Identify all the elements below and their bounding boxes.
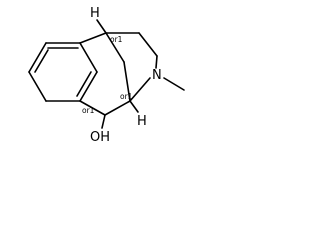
ring-bonds bbox=[79, 19, 185, 129]
hydrogen-top-label: H bbox=[90, 6, 100, 21]
stereo-label-bridge: or1 bbox=[120, 92, 133, 101]
stereo-label-top: or1 bbox=[110, 35, 123, 44]
chemical-structure: H H N OH or1 or1 or1 bbox=[28, 6, 185, 145]
hydrogen-bridge-label: H bbox=[137, 114, 147, 129]
benzene-ring bbox=[28, 42, 98, 102]
nitrogen-label: N bbox=[152, 68, 162, 83]
stereo-label-carbinol: or1 bbox=[82, 106, 95, 115]
hydroxyl-label: OH bbox=[90, 130, 110, 145]
